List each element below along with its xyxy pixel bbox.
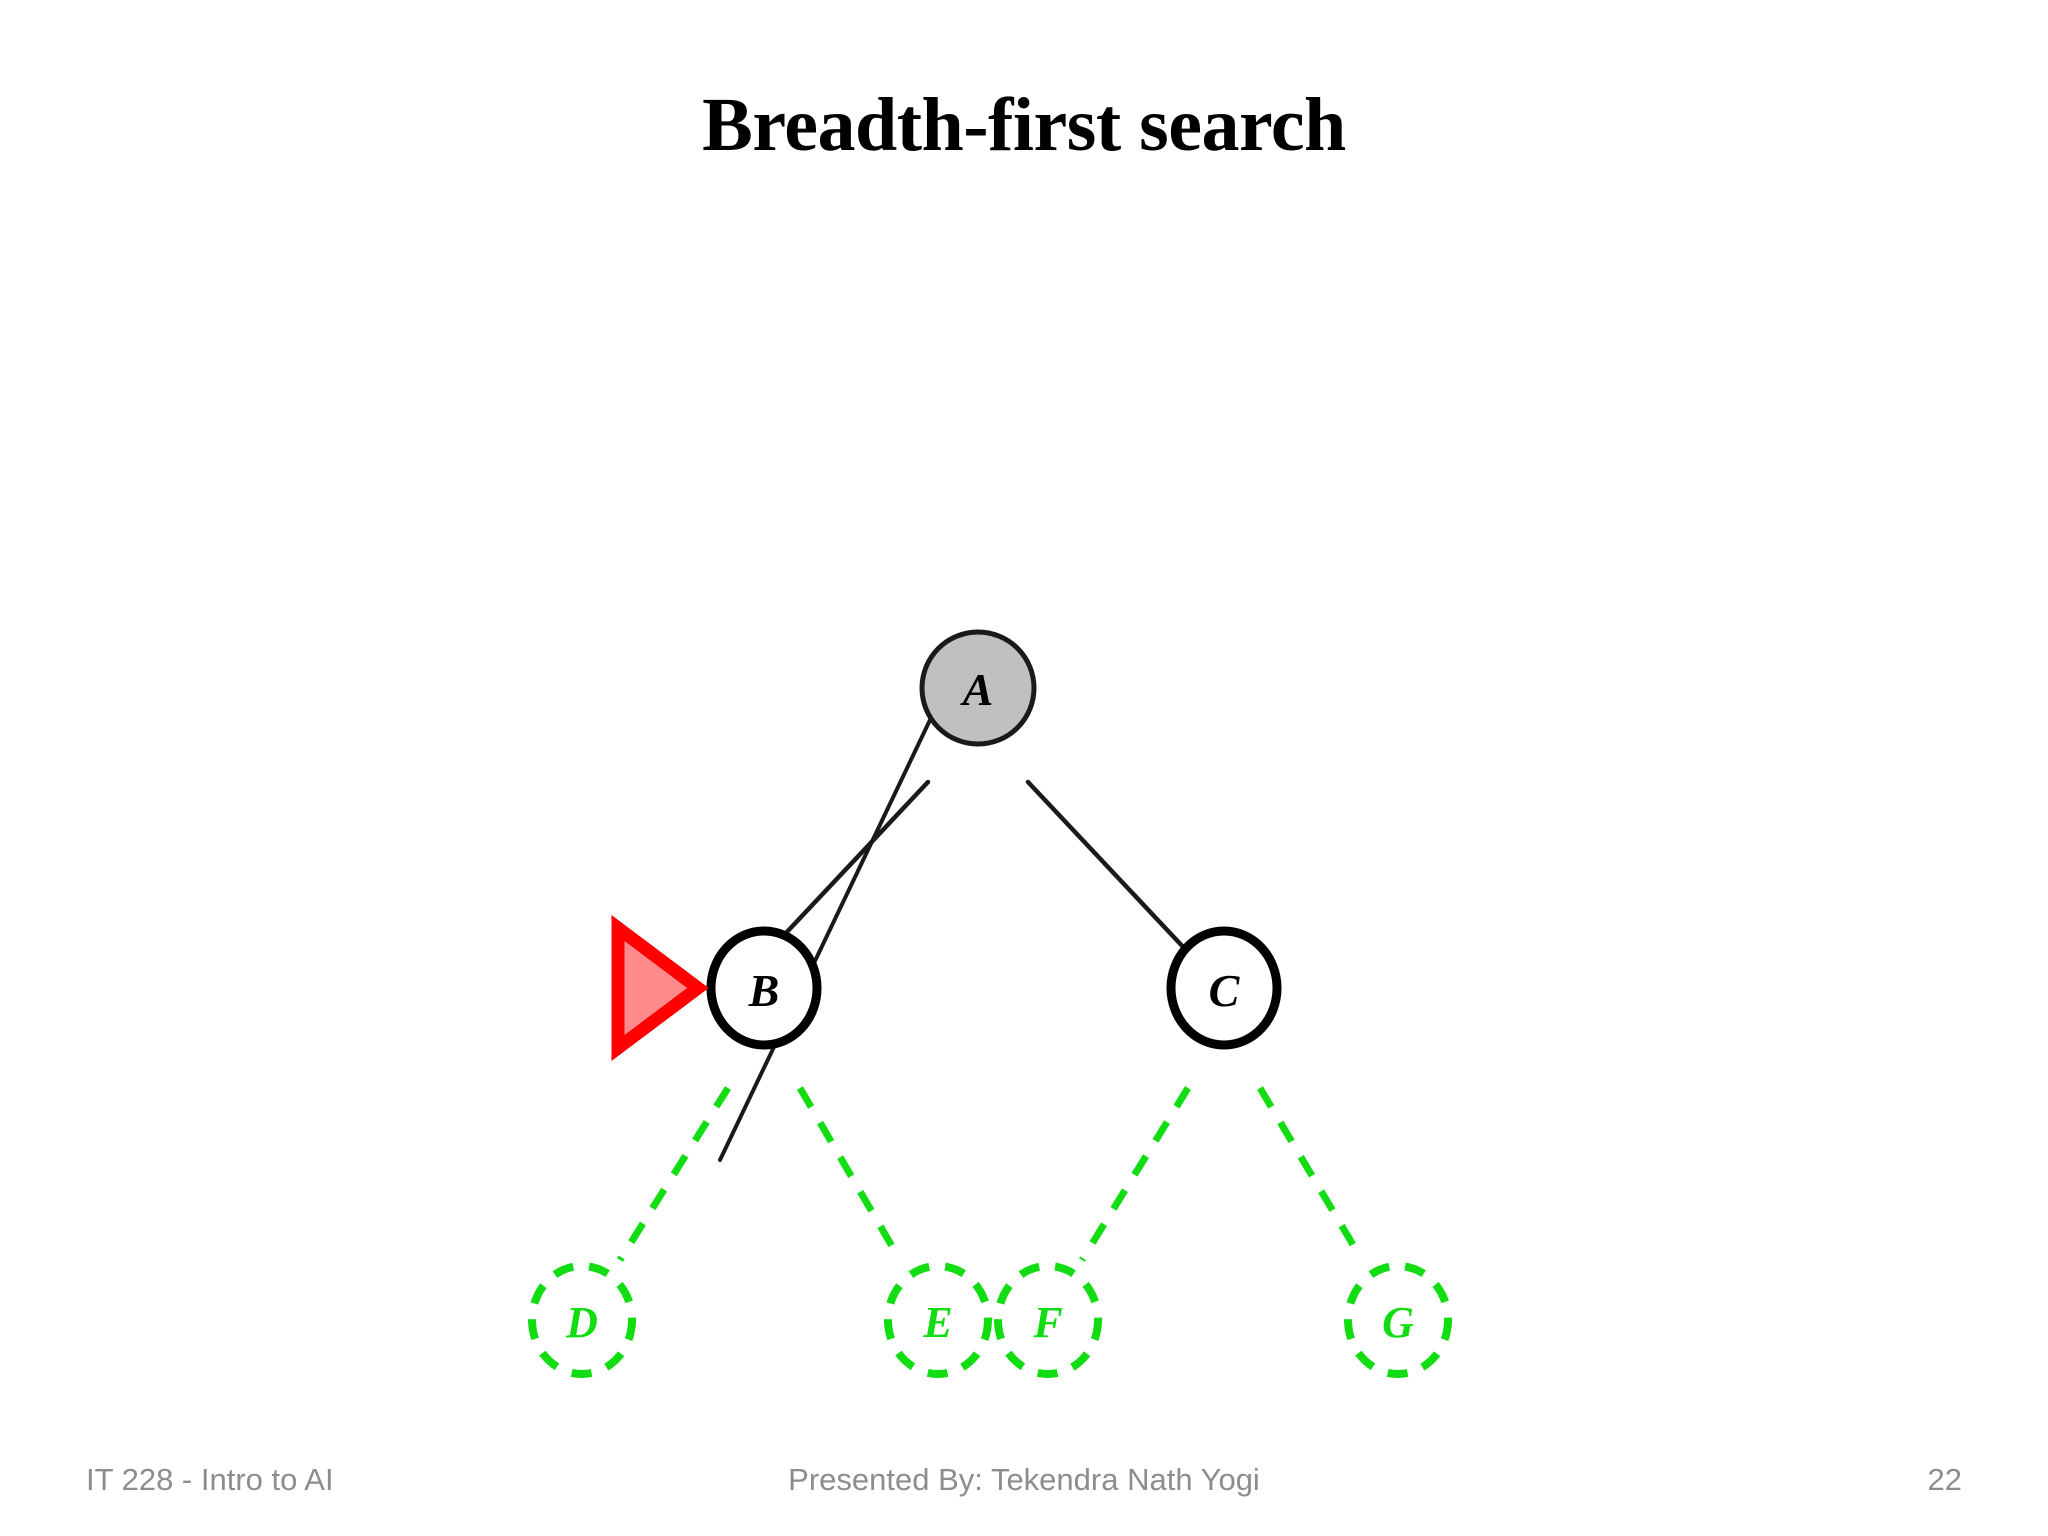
tree-node-d[interactable]: D xyxy=(528,1262,636,1378)
node-g-circle xyxy=(1344,1262,1452,1378)
node-c-label: C xyxy=(1209,965,1241,1016)
node-a-label: A xyxy=(960,664,994,715)
breadth-first-search-tree: A B C D E xyxy=(470,520,1590,1378)
tree-node-c[interactable]: C xyxy=(1166,926,1282,1050)
node-a-circle xyxy=(919,629,1037,747)
node-b-label: B xyxy=(748,965,780,1016)
edge-b-d-path xyxy=(617,1086,731,1262)
node-d-circle xyxy=(528,1262,636,1378)
footer-page-number: 22 xyxy=(1927,1462,1962,1497)
tree-node-f[interactable]: F xyxy=(994,1262,1102,1378)
node-c-circle xyxy=(1166,926,1282,1050)
tree-node-a[interactable]: A xyxy=(919,629,1037,747)
node-e-label: E xyxy=(922,1298,952,1347)
node-g-label: G xyxy=(1382,1298,1414,1347)
node-f-label: F xyxy=(1032,1298,1062,1347)
footer-presenter-label: Presented By: Tekendra Nath Yogi xyxy=(788,1462,1260,1497)
tree-node-b[interactable]: B xyxy=(706,926,822,1050)
tree-node-e[interactable]: E xyxy=(884,1262,992,1378)
edge-a-b-path xyxy=(767,779,931,953)
edge-c-f-path xyxy=(1079,1086,1191,1262)
current-node-pointer-icon xyxy=(611,915,709,1061)
edge-a-b xyxy=(718,718,932,1162)
tree-node-g[interactable]: G xyxy=(1344,1262,1452,1378)
node-b-circle xyxy=(706,926,822,1050)
node-d-label: D xyxy=(565,1298,598,1347)
edge-c-g-path xyxy=(1256,1086,1366,1262)
edge-a-c-path xyxy=(1025,779,1189,953)
page-title: Breadth-first search xyxy=(702,83,1346,167)
edge-group-solid xyxy=(767,779,1189,953)
node-e-circle xyxy=(884,1262,992,1378)
edge-group-dashed xyxy=(617,1086,1366,1262)
node-f-circle xyxy=(994,1262,1102,1378)
edge-b-e-path xyxy=(796,1086,904,1262)
footer-course-label: IT 228 - Intro to AI xyxy=(86,1462,334,1497)
slide-footer: IT 228 - Intro to AI Presented By: Teken… xyxy=(0,1416,2048,1536)
